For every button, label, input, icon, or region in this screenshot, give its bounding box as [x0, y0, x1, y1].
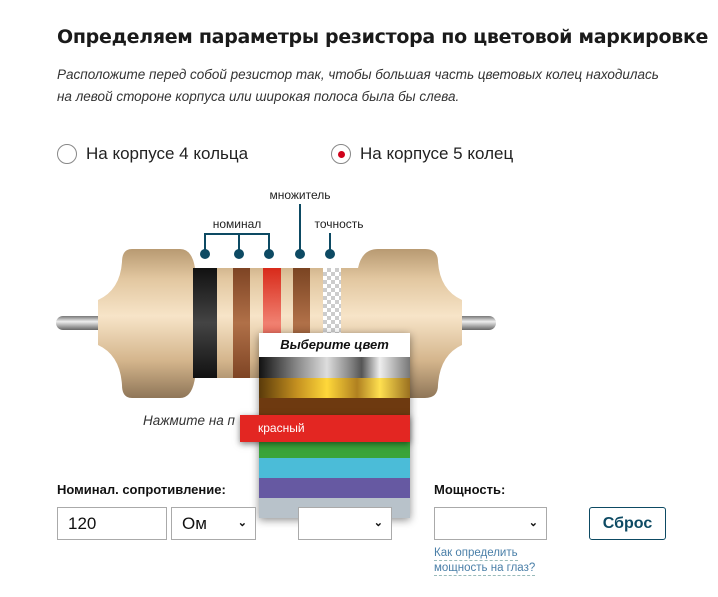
radio-4-rings[interactable]: На корпусе 4 кольца	[57, 144, 248, 164]
reset-button[interactable]: Сброс	[589, 507, 666, 540]
nominal-label: Номинал. сопротивление:	[57, 482, 226, 497]
radio-circle[interactable]	[57, 144, 77, 164]
swatch-blue[interactable]	[259, 458, 410, 478]
nominal-bracket	[204, 233, 270, 235]
link-line-2: мощность на глаз?	[434, 562, 536, 576]
tolerance-line	[329, 233, 331, 251]
swatch-green[interactable]	[259, 442, 410, 458]
hint-text: Нажмите на п	[143, 413, 235, 428]
unit-select[interactable]: Ом ⌄	[171, 507, 256, 540]
label-nominal: номинал	[212, 217, 262, 231]
chevron-down-icon: ⌄	[528, 517, 538, 529]
radio-5-rings[interactable]: На корпусе 5 колец	[331, 144, 513, 164]
band-marker	[264, 249, 274, 259]
label-tolerance: точность	[314, 217, 364, 231]
description: Расположите перед собой резистор так, чт…	[57, 67, 659, 104]
swatch-red-selected[interactable]: красный	[240, 415, 410, 442]
swatch-silver[interactable]	[259, 357, 410, 378]
band-2[interactable]	[233, 268, 250, 378]
band-marker	[295, 249, 305, 259]
chevron-down-icon: ⌄	[237, 517, 247, 529]
unit-value: Ом	[182, 514, 207, 533]
page-title: Определяем параметры резистора по цветов…	[57, 26, 709, 48]
band-1[interactable]	[193, 268, 217, 378]
radio-circle[interactable]	[331, 144, 351, 164]
band-marker	[234, 249, 244, 259]
band-marker	[325, 249, 335, 259]
multiplier-line	[299, 204, 301, 251]
color-picker-header: Выберите цвет	[280, 337, 389, 352]
power-select[interactable]: ⌄	[434, 507, 547, 540]
nominal-input[interactable]: 120	[57, 507, 167, 540]
swatch-gold[interactable]	[259, 378, 410, 398]
power-label: Мощность:	[434, 482, 506, 497]
radio-label: На корпусе 4 кольца	[86, 144, 249, 163]
link-line-1: Как определить	[434, 547, 518, 561]
swatch-violet[interactable]	[259, 478, 410, 498]
tolerance-select[interactable]: ⌄	[298, 507, 392, 540]
swatch-brown[interactable]	[259, 398, 410, 415]
radio-label: На корпусе 5 колец	[360, 144, 514, 163]
label-multiplier: множитель	[269, 188, 331, 202]
band-marker	[200, 249, 210, 259]
chevron-down-icon: ⌄	[373, 517, 383, 529]
